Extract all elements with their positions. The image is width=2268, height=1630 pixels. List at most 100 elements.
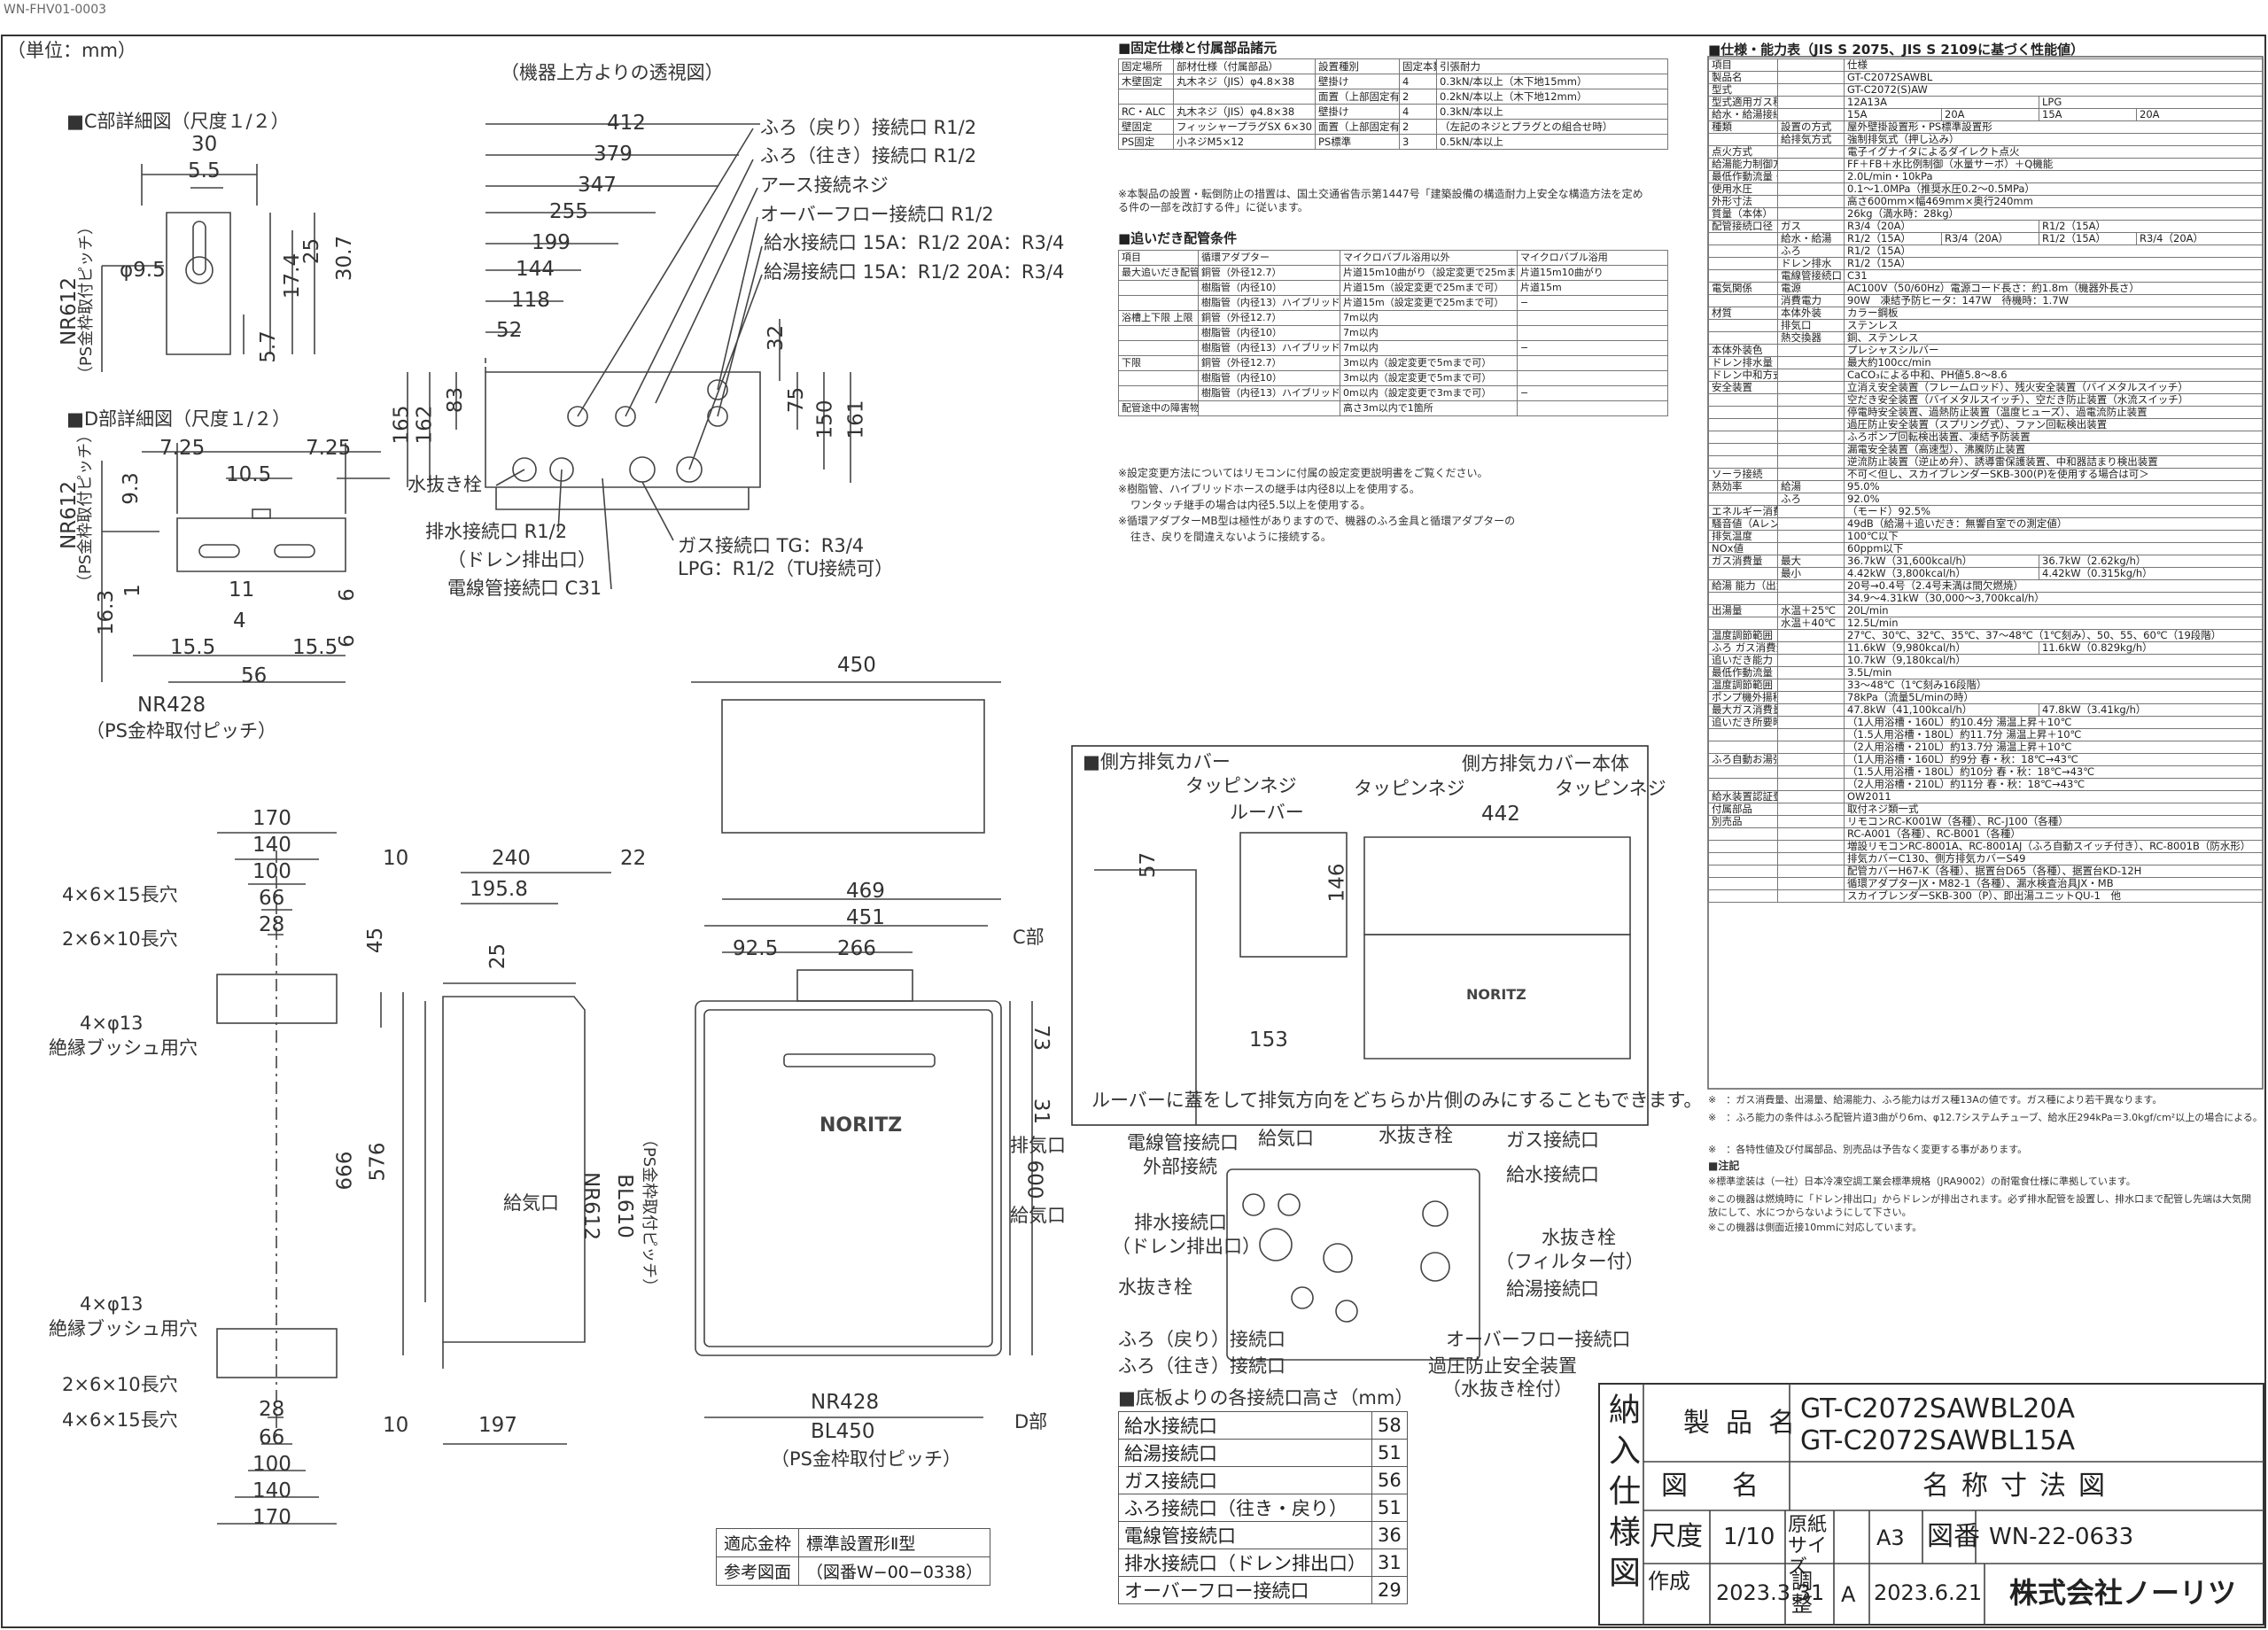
table-row: 過圧防止安全装置（スプリング式）、ファン回転検出装置 — [1708, 418, 2264, 431]
table-cell: 95.0% — [1844, 480, 2264, 493]
detail-c-dim-5-7: 5.7 — [256, 330, 280, 363]
spec-note-3: ※ ：各特性値及び付属部品、別売品は予告なく変更する事があります。 — [1708, 1144, 2028, 1155]
table-row: 34.9〜4.31kW（30,000〜3,700kcal/h） — [1708, 592, 2264, 605]
dim-118: 118 — [511, 289, 550, 312]
table-cell: 78kPa（流量5L/minの時） — [1844, 691, 2264, 704]
table-row: 熱交換器銅、ステンレス — [1708, 331, 2264, 345]
exhaust-label-tapping-screw-2: タッピンネジ — [1354, 778, 1465, 799]
table-row: スカイブレンダーSKB-300（P）、即出湯ユニットQU-1 他 — [1708, 889, 2264, 903]
table-cell: 排気カバーC130、側方排気カバーS49 — [1844, 852, 2264, 865]
table-cell: 49dB（給湯＋追いだき：無響自室での測定値） — [1844, 517, 2264, 531]
table-cell: 仕様 — [1844, 58, 2264, 72]
dim-52: 52 — [496, 319, 523, 342]
detail-d-title: ■D部詳細図（尺度１/２） — [66, 408, 291, 430]
table-cell: 本体外装 — [1777, 307, 1845, 320]
title-block-checked: 2023.6.21 — [1874, 1580, 1983, 1605]
front-label-c-part: C部 — [1013, 927, 1045, 948]
table-row: 騒音値（Aレンジ） 49dB（給湯＋追いだき：無響自室での測定値） — [1708, 517, 2264, 531]
bottom-label-external: 外部接続 — [1143, 1156, 1217, 1177]
detail-d-dim-16-3: 16.3 — [95, 589, 119, 636]
table-row: （1.5人用浴槽・180L）約11.7分 湯温上昇＋10℃ — [1708, 728, 2264, 741]
table-cell: 種類 — [1708, 120, 1778, 134]
table-cell: 34.9〜4.31kW（30,000〜3,700kcal/h） — [1844, 592, 2264, 605]
side-dim-195-8: 195.8 — [470, 878, 528, 901]
table-cell: 4.42kW（3,800kcal/h） — [1844, 567, 2039, 580]
table-cell: 20A — [2136, 108, 2264, 121]
dim-165: 165 — [390, 405, 414, 445]
table-cell: 排気温度 — [1708, 530, 1778, 543]
table-cell: 最低作動流量 — [1708, 666, 1778, 679]
title-block-name-label: 図名 — [1661, 1471, 1803, 1502]
table-cell: （1人用浴槽・160L）約9分 春・秋：18℃→43℃ — [1844, 753, 2264, 766]
spec-note-2: ※ ：ふろ能力の条件はふろ配管片道3曲がり6m、φ12.7システムチューブ、給水… — [1708, 1112, 2263, 1123]
table-row: 質量（本体）26kg（満水時：28kg） — [1708, 207, 2264, 221]
table-cell — [1777, 840, 1845, 853]
table-row: 樹脂管（内径10）7m以内 — [1118, 325, 1668, 341]
table-cell — [1708, 443, 1778, 456]
table-cell — [1777, 431, 1845, 444]
table-cell — [1777, 530, 1845, 543]
table-cell: 漏電安全装置（高速型）、沸騰防止装置 — [1844, 443, 2264, 456]
table-cell: ソーラ接続 — [1708, 468, 1778, 481]
table-row: 外形寸法高さ600mm×幅469mm×奥行240mm — [1708, 195, 2264, 208]
left-dim-66-top: 66 — [259, 887, 285, 910]
detail-d-dim-10-5: 10.5 — [226, 463, 272, 486]
table-cell: 取付ネジ類一式 — [1844, 803, 2264, 816]
callout-hot-water: 給湯接続口 15A：R1/2 20A：R3/4 — [764, 261, 1065, 283]
table-cell — [1708, 269, 1778, 283]
callout-drain-plug: 水抜き栓 — [408, 474, 482, 495]
title-block-created-label: 作成 — [1648, 1569, 1690, 1594]
front-dim-73: 73 — [1029, 1024, 1053, 1052]
table-cell: 給湯 能力（出力） — [1708, 579, 1778, 593]
table-row: 排気口ステンレス — [1708, 319, 2264, 332]
table-cell: 90W 凍結予防ヒータ：147W 待機時：1.7W — [1844, 294, 2264, 307]
table-cell — [1777, 753, 1845, 766]
dim-199: 199 — [532, 231, 571, 254]
table-cell: 11.6kW（9,980kcal/h） — [1844, 641, 2039, 655]
detail-d-dim-9-3: 9.3 — [119, 472, 143, 505]
table-cell — [1708, 393, 1778, 407]
front-label-exhaust: 排気口 — [1010, 1135, 1066, 1156]
table-cell: 不可＜但し、スカイブレンダーSKB-300(P)を使用する場合は可＞ — [1844, 468, 2264, 481]
table-row: 樹脂管（内径13）ハイブリッドホース（内径13）7m以内− — [1118, 340, 1668, 356]
left-dim-100-bottom: 100 — [252, 1453, 291, 1476]
front-dim-451: 451 — [846, 906, 885, 929]
table-cell — [1777, 517, 1845, 531]
table-cell — [1708, 889, 1778, 903]
front-dim-450: 450 — [837, 654, 876, 677]
table-cell — [1777, 542, 1845, 555]
side-view-outline — [442, 996, 586, 1343]
table-cell — [1777, 455, 1845, 469]
table-cell: R1/2（15A） — [1844, 244, 2264, 258]
table-cell: 出湯量 — [1708, 604, 1778, 617]
table-cell — [1777, 468, 1845, 481]
table-cell: プレシャスシルバー — [1844, 344, 2264, 357]
table-cell — [1708, 567, 1778, 580]
table-cell: 騒音値（Aレンジ） — [1708, 517, 1778, 531]
table-cell: 2.0L/min・10kPa — [1844, 170, 2264, 183]
table-cell — [1777, 765, 1845, 779]
detail-d-dim-6-a: 6 — [335, 588, 359, 602]
table-cell: 高さ600mm×幅469mm×奥行240mm — [1844, 195, 2264, 208]
table-cell: 最低作動流量・水圧 — [1708, 170, 1778, 183]
dim-161: 161 — [844, 400, 868, 439]
table-row: 面置（上部固定有り）20.2kN/本以上（木下地12mm） — [1118, 89, 1668, 105]
bracket-c-outline — [166, 212, 231, 355]
table-cell: 最小 — [1777, 567, 1845, 580]
table-cell: 15A — [1844, 108, 1942, 121]
table-row: 排気カバーC130、側方排気カバーS49 — [1708, 852, 2264, 865]
table-cell — [1777, 369, 1845, 382]
exhaust-brand-logo: NORITZ — [1466, 986, 1526, 1003]
oidaki-title: ■追いだき配管条件 — [1118, 230, 1238, 246]
table-row: 安全装置立消え安全装置（フレームロッド）、残火安全装置（バイメタルスイッチ） — [1708, 381, 2264, 394]
callout-drain-outlet: （ドレン排出口） — [447, 549, 596, 570]
table-cell — [1777, 691, 1845, 704]
spec-chuki-3: ※この機器は側面近接10mmに対応しています。 — [1708, 1222, 1922, 1233]
